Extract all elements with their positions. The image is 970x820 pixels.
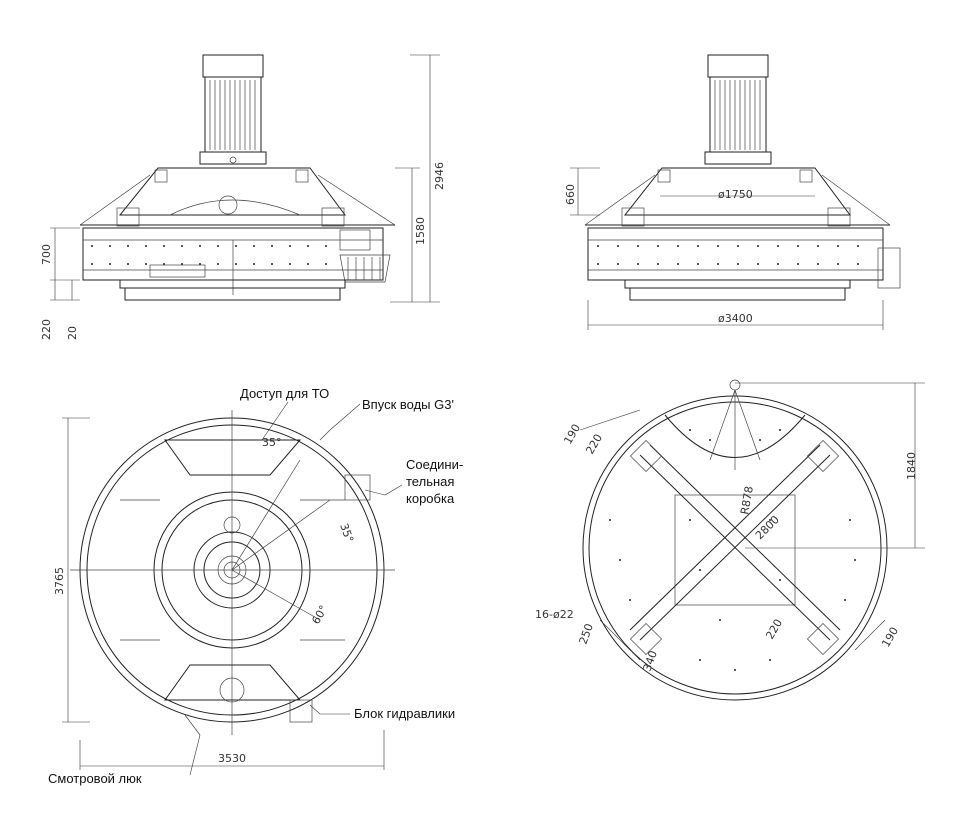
side-dim-cover-diameter: ø1750	[718, 188, 753, 201]
top-dim-width: 3530	[218, 752, 246, 765]
fnd-dim-190b: 190	[879, 625, 901, 650]
front-dim-base: 220	[40, 319, 53, 340]
fnd-dim-220b: 220	[763, 617, 785, 642]
front-view: 2946 1580 700 220 20	[40, 54, 446, 340]
fnd-dim-250: 250	[577, 622, 596, 646]
callout-junction-box-line3: коробка	[406, 491, 455, 506]
callout-hydraulic-block: Блок гидравлики	[354, 706, 455, 721]
callout-water-inlet: Впуск воды G3'	[362, 397, 454, 412]
top-view: 3765 3530 35° 35° 60° Доступ для ТО Впус…	[48, 386, 463, 786]
fnd-dim-220a: 220	[583, 432, 605, 457]
side-view: ø1750 ø3400 660	[564, 54, 901, 330]
top-angle-3: 60°	[309, 603, 330, 626]
top-dim-height: 3765	[53, 567, 66, 595]
fnd-dim-span: 2800	[753, 513, 782, 542]
callout-junction-box-line1: Соедини-	[406, 457, 463, 472]
callout-junction-box-line2: тельная	[406, 474, 454, 489]
callout-maintenance-access: Доступ для ТО	[240, 386, 329, 401]
top-angle-1: 35°	[262, 436, 282, 449]
side-dim-cover-height: 660	[564, 184, 577, 205]
front-dim-lower: 700	[40, 244, 53, 265]
fnd-dim-190a: 190	[561, 422, 583, 447]
callout-inspection-hatch: Смотровой люк	[48, 771, 142, 786]
fnd-dim-1840: 1840	[905, 452, 918, 480]
front-dim-gap: 20	[66, 326, 79, 340]
front-dim-total: 2946	[433, 162, 446, 190]
fnd-dim-holes: 16-ø22	[535, 608, 574, 621]
foundation-view: 190 220 R878 2800 16-ø22 250 340 220 190…	[535, 379, 925, 701]
fnd-dim-r: R878	[738, 485, 756, 515]
top-angle-2: 35°	[337, 522, 356, 545]
front-dim-body: 1580	[414, 217, 427, 245]
side-dim-diameter: ø3400	[718, 312, 753, 325]
